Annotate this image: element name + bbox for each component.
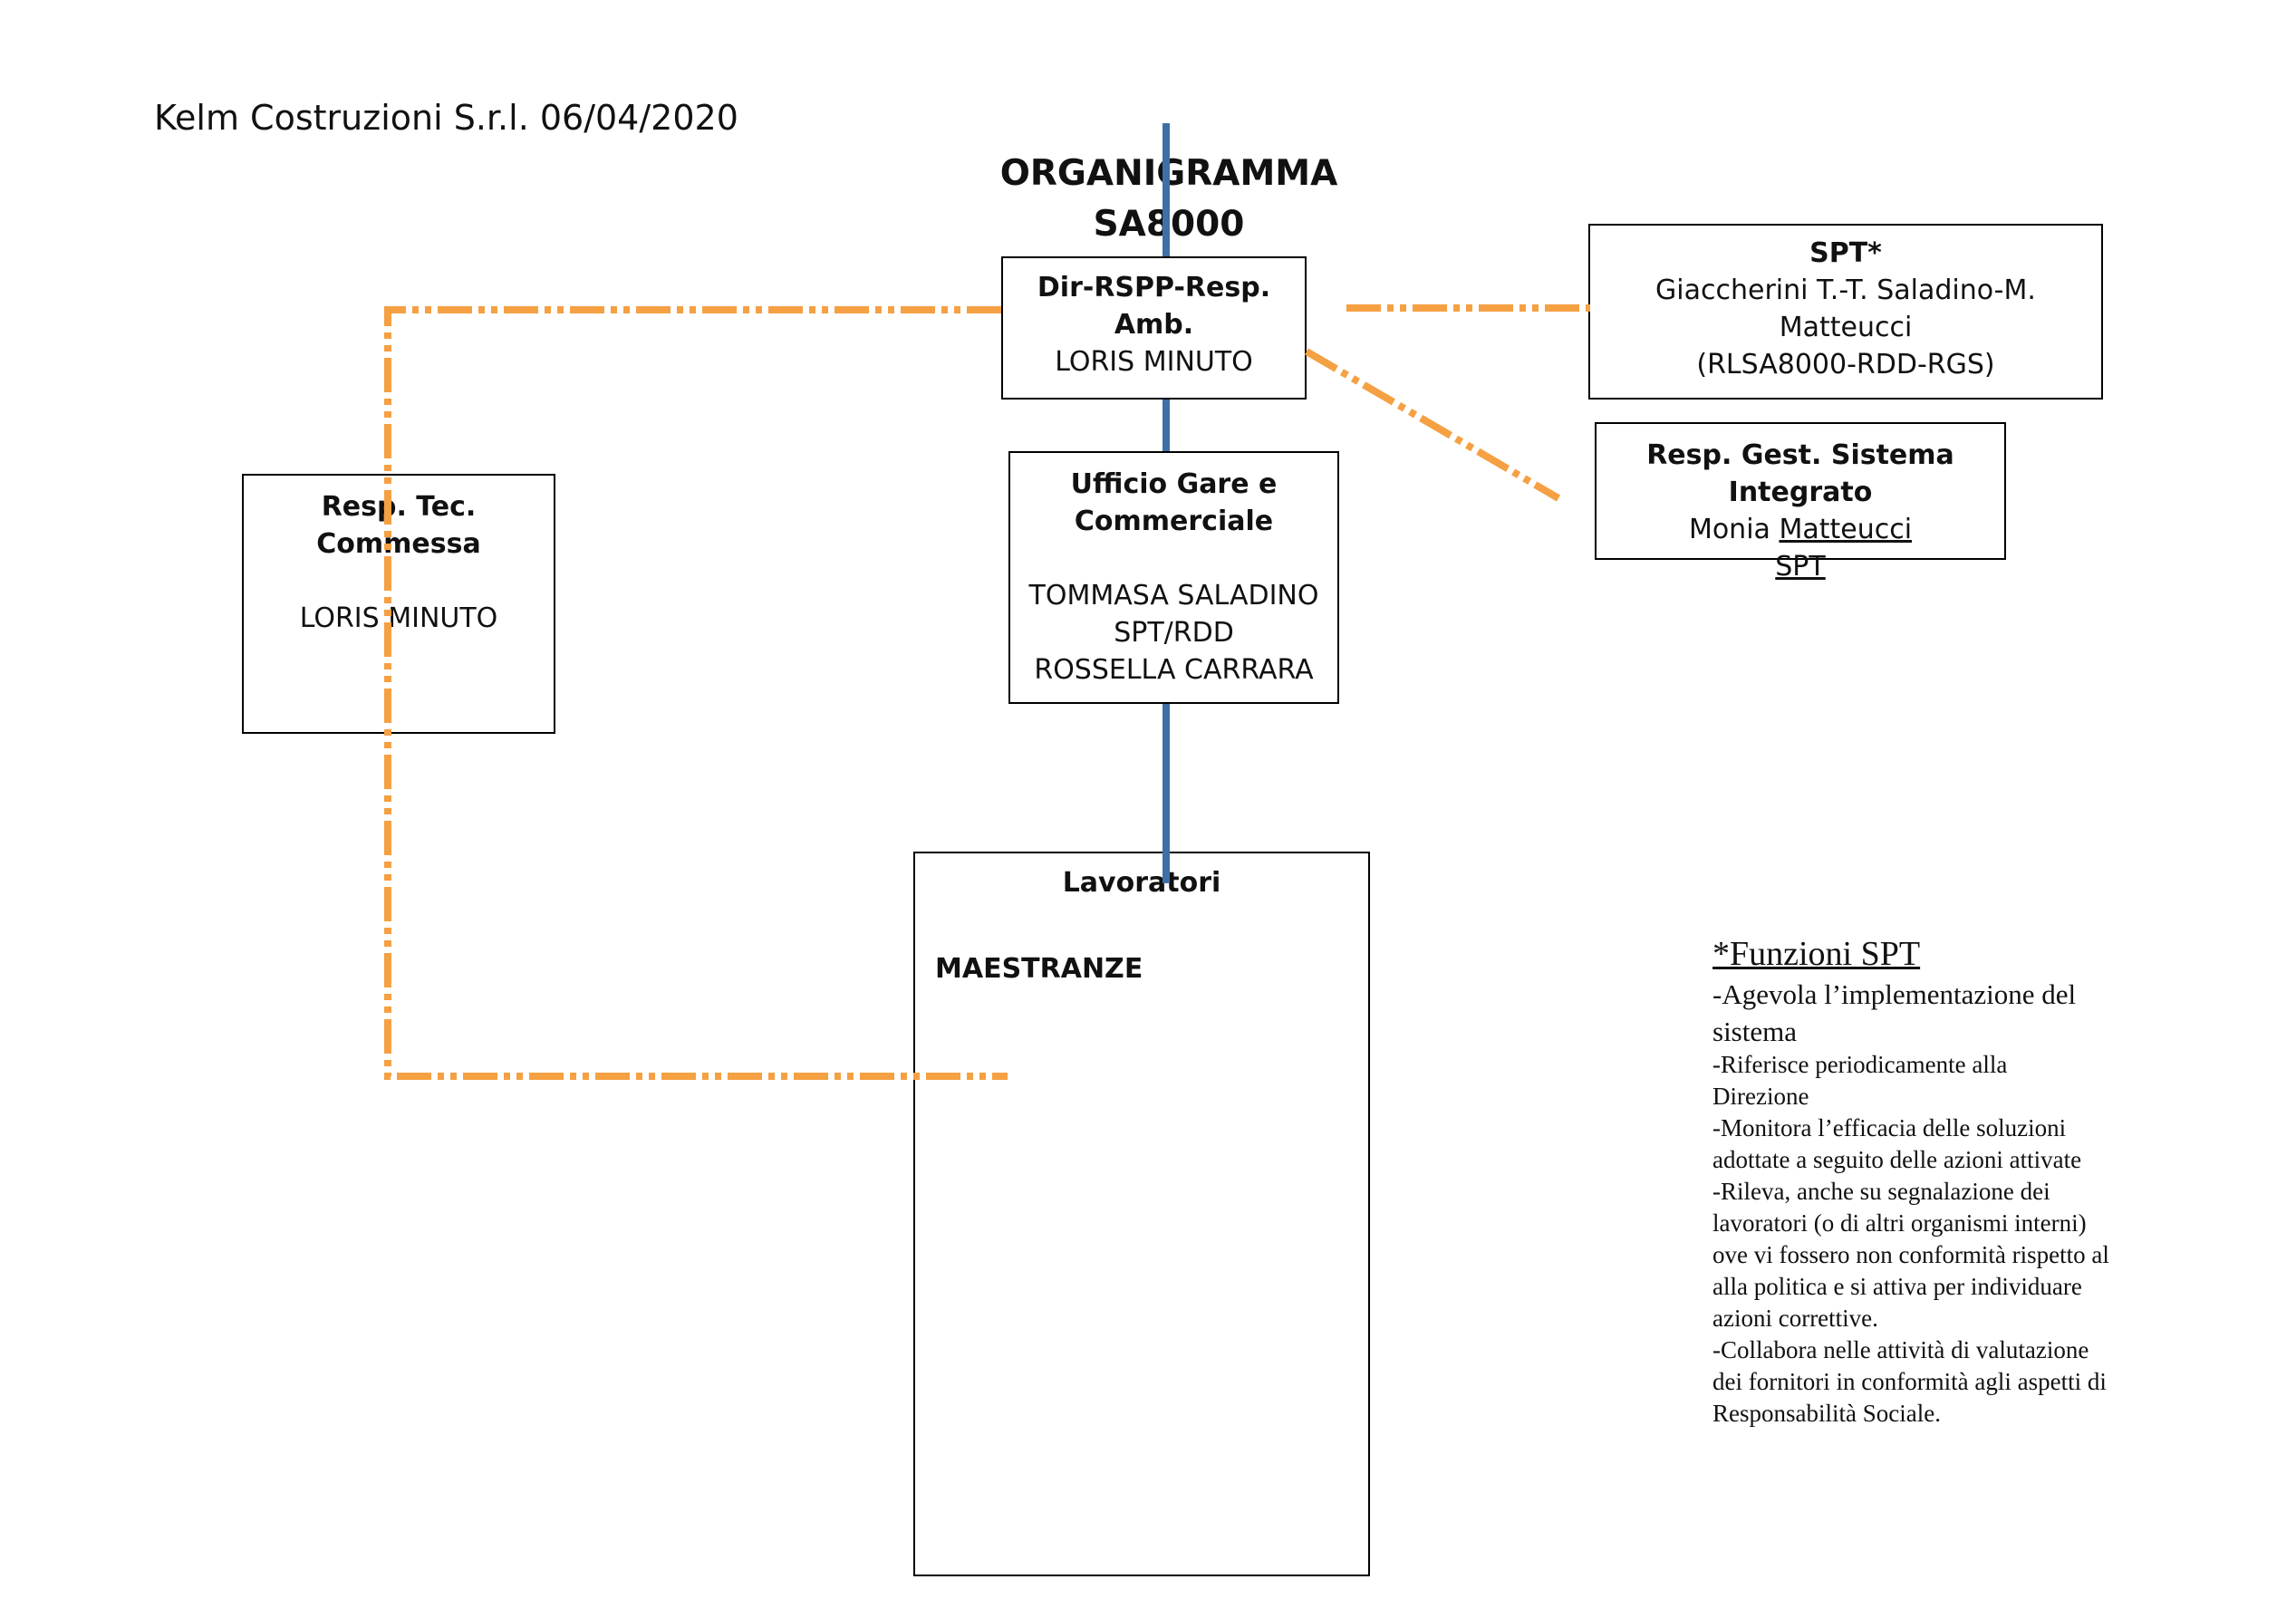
- node-integrated-system-surname: Matteucci: [1779, 514, 1913, 545]
- node-integrated-system-name: Monia Matteucci: [1597, 511, 2004, 548]
- node-spt-line-2: Matteucci: [1779, 312, 1913, 343]
- director-integrated-system-line: [1304, 348, 1561, 502]
- node-office-title-2: Commerciale: [1074, 506, 1274, 537]
- node-office-line-2: SPT/RDD: [1114, 617, 1234, 649]
- notes-line: -Monitora l’efficacia delle soluzioni: [1712, 1114, 2067, 1141]
- notes-lead-1: -Agevola l’implementazione del: [1712, 978, 2077, 1010]
- notes-heading: *Funzioni SPT: [1712, 935, 1921, 973]
- node-integrated-system: Resp. Gest. Sistema Integrato Monia Matt…: [1595, 422, 2006, 583]
- notes-line: -Collabora nelle attività di valutazione: [1712, 1336, 2089, 1363]
- notes-line: azioni correttive.: [1712, 1305, 1878, 1332]
- node-technical-manager: Resp. Tec. Commessa LORIS MINUTO: [242, 474, 555, 734]
- node-spt: SPT* Giaccherini T.-T. Saladino-M. Matte…: [1588, 224, 2103, 400]
- notes-line: alla politica e si attiva per individuar…: [1712, 1273, 2082, 1300]
- node-integrated-system-firstname: Monia: [1688, 514, 1780, 545]
- node-spt-line-3: (RLSA8000-RDD-RGS): [1696, 349, 1995, 380]
- notes-line: adottate a seguito delle azioni attivate: [1712, 1146, 2082, 1173]
- spt-functions-notes: *Funzioni SPT -Agevola l’implementazione…: [1712, 933, 2184, 1430]
- node-office: Ufficio Gare e Commerciale TOMMASA SALAD…: [1008, 451, 1339, 704]
- notes-line: -Riferisce periodicamente alla: [1712, 1051, 2008, 1078]
- notes-line: Direzione: [1712, 1083, 1809, 1110]
- node-workers-group: MAESTRANZE: [935, 953, 1143, 985]
- notes-line: dei fornitori in conformità agli aspetti…: [1712, 1368, 2107, 1395]
- node-spt-title: SPT*: [1809, 237, 1882, 269]
- node-workers-title: Lavoratori: [1062, 867, 1221, 899]
- notes-line: ove vi fossero non conformità rispetto a…: [1712, 1241, 2109, 1268]
- notes-line: -Rileva, anche su segnalazione dei: [1712, 1178, 2050, 1205]
- company-header: Kelm Costruzioni S.r.l. 06/04/2020: [154, 98, 738, 138]
- node-integrated-system-title: Resp. Gest. Sistema Integrato: [1646, 439, 1954, 508]
- node-office-line-1: TOMMASA SALADINO: [1028, 580, 1319, 612]
- notes-line: lavoratori (o di altri organismi interni…: [1712, 1209, 2087, 1237]
- node-integrated-system-role: SPT: [1775, 551, 1826, 583]
- notes-lead-2: sistema: [1712, 1016, 1797, 1047]
- node-office-title-1: Ufficio Gare e: [1070, 468, 1278, 500]
- chart-title: ORGANIGRAMMA SA8000: [999, 153, 1338, 245]
- node-director-title: Dir-RSPP-Resp. Amb.: [1037, 272, 1271, 341]
- notes-line: Responsabilità Sociale.: [1712, 1400, 1941, 1427]
- node-director-name: LORIS MINUTO: [1055, 346, 1253, 378]
- node-office-line-3: ROSSELLA CARRARA: [1034, 654, 1314, 686]
- node-technical-manager-title: Resp. Tec. Commessa: [316, 491, 481, 560]
- node-director: Dir-RSPP-Resp. Amb. LORIS MINUTO: [1001, 256, 1307, 400]
- node-technical-manager-name: LORIS MINUTO: [299, 602, 498, 634]
- node-workers: Lavoratori MAESTRANZE: [913, 852, 1370, 1576]
- node-spt-line-1: Giaccherini T.-T. Saladino-M.: [1655, 274, 2036, 306]
